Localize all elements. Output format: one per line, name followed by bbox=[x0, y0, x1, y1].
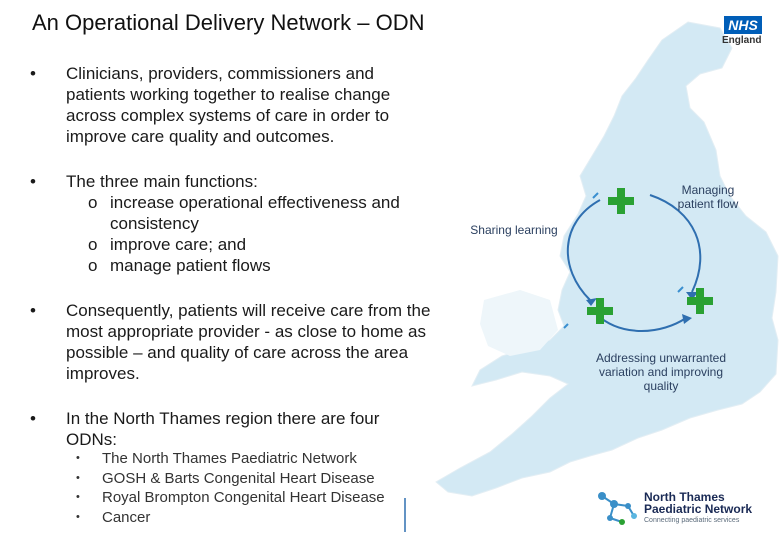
network-logo: North Thames Paediatric Network Connecti… bbox=[644, 491, 752, 527]
arrow-head-managing bbox=[686, 292, 698, 300]
arrow-head-addressing bbox=[682, 314, 692, 324]
england-map bbox=[404, 21, 779, 532]
network-logo-line2: Paediatric Network bbox=[644, 502, 753, 516]
sub-text: increase operational effectiveness and bbox=[110, 193, 400, 212]
cross-icon bbox=[687, 288, 713, 314]
sub-marker: o bbox=[88, 193, 98, 212]
odn-item: •GOSH & Barts Congenital Heart Disease bbox=[76, 470, 375, 487]
sub-text: manage patient flows bbox=[110, 256, 271, 275]
sub-marker: o bbox=[88, 256, 98, 275]
bullet-text: In the North Thames region there are fou… bbox=[66, 409, 380, 449]
arrow-managing bbox=[649, 194, 702, 293]
odn-text: The North Thames Paediatric Network bbox=[102, 450, 357, 467]
bullet-marker: • bbox=[30, 64, 36, 83]
bullet-marker: • bbox=[30, 409, 36, 428]
bullet-marker: • bbox=[30, 172, 36, 191]
nhs-logo: NHS bbox=[724, 16, 762, 34]
bullet-marker: • bbox=[30, 301, 36, 320]
bullet-text: The three main functions: bbox=[66, 172, 258, 191]
sub-text: improve care; and bbox=[110, 235, 247, 254]
label-sharing-learning: Sharing learning bbox=[470, 223, 558, 237]
cross-icon bbox=[587, 298, 613, 324]
network-logo-line1: North Thames bbox=[644, 490, 725, 504]
sub-marker: o bbox=[88, 235, 98, 254]
arrow-head-sharing bbox=[586, 298, 597, 306]
bullet-text: Consequently, patients will receive care… bbox=[66, 301, 431, 383]
nhs-logo-region: England bbox=[722, 35, 762, 46]
label-addressing-variation: Addressing unwarranted variation and imp… bbox=[595, 351, 727, 393]
arrow-sharing bbox=[566, 199, 601, 301]
arrow-addressing bbox=[595, 313, 687, 332]
wales-silhouette bbox=[480, 290, 558, 356]
slide-title: An Operational Delivery Network – ODN bbox=[32, 10, 425, 35]
label-managing-patient-flow: Managing patient flow bbox=[677, 183, 739, 211]
odn-item: •Royal Brompton Congenital Heart Disease bbox=[76, 489, 385, 506]
network-logo-icon bbox=[601, 495, 635, 523]
cross-icon bbox=[608, 188, 634, 214]
england-silhouette bbox=[435, 21, 779, 497]
sub-text: consistency bbox=[110, 214, 199, 233]
network-logo-tagline: Connecting paediatric services bbox=[644, 517, 740, 524]
odn-text: GOSH & Barts Congenital Heart Disease bbox=[102, 470, 375, 487]
odn-text: Cancer bbox=[102, 509, 151, 526]
odn-text: Royal Brompton Congenital Heart Disease bbox=[102, 489, 385, 506]
odn-item: •Cancer bbox=[76, 509, 151, 526]
bullet-text: Clinicians, providers, commissioners and… bbox=[66, 64, 391, 146]
odn-item: •The North Thames Paediatric Network bbox=[76, 450, 357, 467]
